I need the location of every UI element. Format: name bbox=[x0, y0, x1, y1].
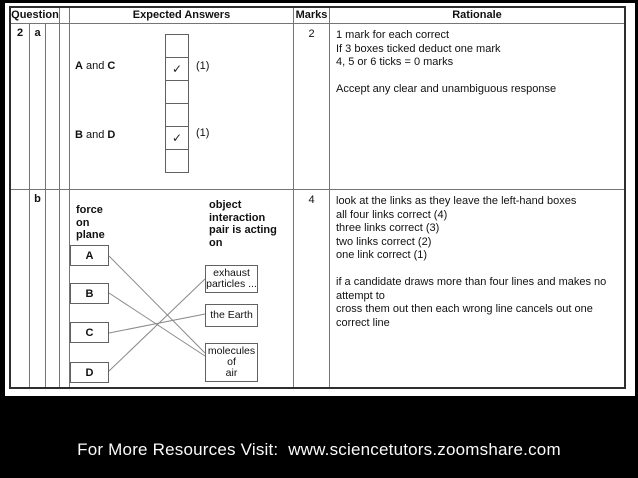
rationale-line: two links correct (2) bbox=[336, 235, 432, 248]
tick-mark-icon: ✓ bbox=[171, 62, 183, 76]
answer-letter-b: B bbox=[75, 129, 83, 141]
rationale-line: cross them out then each wrong line canc… bbox=[336, 303, 593, 329]
diagram-right-heading: object interaction pair is acting on bbox=[209, 199, 277, 249]
mark-scheme-sheet: Question Expected Answers Marks Rational… bbox=[5, 3, 635, 396]
rationale-line bbox=[336, 263, 620, 277]
link-a-to-molecules-of-air bbox=[108, 255, 206, 354]
rationale-2a: 1 mark for each correct If 3 boxes ticke… bbox=[330, 24, 624, 190]
expected-answer-2a: A and C B and D ✓ ✓ (1) (1) bbox=[70, 24, 294, 190]
rationale-2b: look at the links as they leave the left… bbox=[330, 190, 624, 387]
question-part-2b: b bbox=[30, 190, 46, 387]
answer-pair-ac: A and C bbox=[75, 60, 115, 72]
answer-conj-2: and bbox=[82, 129, 108, 141]
answer-pair-bd: B and D bbox=[75, 129, 115, 141]
rationale-line: Accept any clear and unambiguous respons… bbox=[336, 83, 557, 95]
header-expected-answers: Expected Answers bbox=[70, 8, 294, 24]
tick-box-2-ticked: ✓ bbox=[165, 57, 189, 81]
header-rationale: Rationale bbox=[330, 8, 624, 24]
mark-note-2: (1) bbox=[196, 127, 210, 139]
answer-letter-c: C bbox=[107, 60, 116, 72]
rationale-line: if a candidate draws more than four line… bbox=[336, 276, 607, 302]
question-gap-2a bbox=[60, 24, 70, 190]
diagram-box-c: C bbox=[70, 322, 109, 343]
link-d-to-exhaust-particles bbox=[108, 278, 206, 372]
header-marks: Marks bbox=[294, 8, 330, 24]
marks-value-2a: 2 bbox=[294, 24, 330, 190]
question-number-2b bbox=[11, 190, 30, 387]
marks-value-2b: 4 bbox=[294, 190, 330, 387]
diagram-box-b: B bbox=[70, 283, 109, 304]
tick-mark-icon: ✓ bbox=[171, 131, 183, 145]
rationale-line: look at the links as they leave the left… bbox=[336, 195, 577, 207]
rationale-line: 4, 5 or 6 ticks = 0 marks bbox=[336, 56, 454, 68]
tick-box-5-ticked: ✓ bbox=[165, 126, 189, 150]
mark-scheme-table: Question Expected Answers Marks Rational… bbox=[9, 6, 626, 389]
diagram-box-the-earth: the Earth bbox=[205, 304, 258, 327]
expected-answer-2b-diagram: force on plane object interaction pair i… bbox=[70, 190, 294, 387]
matching-lines-diagram bbox=[108, 255, 206, 372]
mark-note-1: (1) bbox=[196, 60, 210, 72]
rationale-line: 1 mark for each correct bbox=[336, 29, 450, 41]
header-question: Question bbox=[11, 8, 60, 24]
answer-letter-a: A bbox=[75, 60, 83, 72]
diagram-box-exhaust-particles: exhaust particles ... bbox=[205, 265, 258, 293]
tick-box-6 bbox=[165, 149, 189, 173]
rationale-line: If 3 boxes ticked deduct one mark bbox=[336, 42, 501, 55]
diagram-box-molecules-of-air: molecules of air bbox=[205, 343, 258, 382]
rationale-line: one link correct (1) bbox=[336, 249, 428, 261]
answer-conj-1: and bbox=[82, 60, 108, 72]
rationale-line: three links correct (3) bbox=[336, 222, 440, 234]
tick-box-3 bbox=[165, 80, 189, 104]
tick-box-4 bbox=[165, 103, 189, 127]
footer-resources-text: For More Resources Visit: www.sciencetut… bbox=[77, 440, 561, 459]
question-gap-2b bbox=[60, 190, 70, 387]
question-part-2a: a bbox=[30, 24, 46, 190]
diagram-box-d: D bbox=[70, 362, 109, 383]
question-number-2a: 2 bbox=[11, 24, 30, 190]
diagram-box-a: A bbox=[70, 245, 109, 266]
tick-box-1 bbox=[165, 34, 189, 58]
link-c-to-the-earth bbox=[108, 313, 206, 334]
header-spacer bbox=[60, 8, 70, 24]
rationale-line: all four links correct (4) bbox=[336, 208, 448, 221]
diagram-left-heading: force on plane bbox=[76, 204, 105, 241]
rationale-line bbox=[336, 70, 620, 84]
question-subpart-2b bbox=[46, 190, 60, 387]
question-subpart-2a bbox=[46, 24, 60, 190]
answer-letter-d: D bbox=[107, 129, 116, 141]
